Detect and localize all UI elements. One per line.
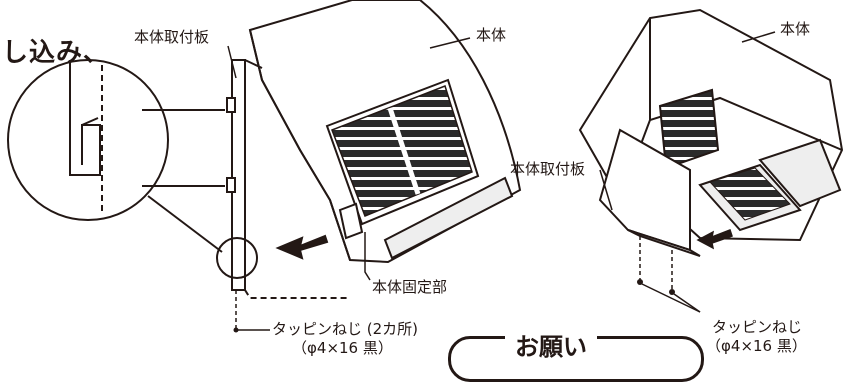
left-body-unit [248,0,522,264]
body-label-right: 本体 [780,20,811,38]
mount-plate-label-right: 本体取付板 [510,160,586,178]
body-label-left: 本体 [476,26,507,44]
fixing-part-label: 本体固定部 [372,278,448,296]
left-mount-plate [226,59,350,328]
screw-spec-left: （φ4×16 黒） [292,339,393,357]
mount-plate-label-left: 本体取付板 [134,28,210,46]
request-callout-title: お願い [505,333,597,361]
detail-magnifier [7,59,225,253]
push-arrow-right [696,229,733,250]
screw-label-right: タッピンねじ [712,318,803,336]
installation-diagram [7,0,844,333]
screw-label-left: タッピンねじ (2カ所) [272,320,419,338]
right-mount-plate [598,128,701,290]
push-arrow-left [275,234,329,260]
insert-instruction-text: し込み、 [2,38,111,68]
detail-callout-circle [216,237,258,279]
screw-spec-right: （φ4×16 黒） [706,337,807,355]
